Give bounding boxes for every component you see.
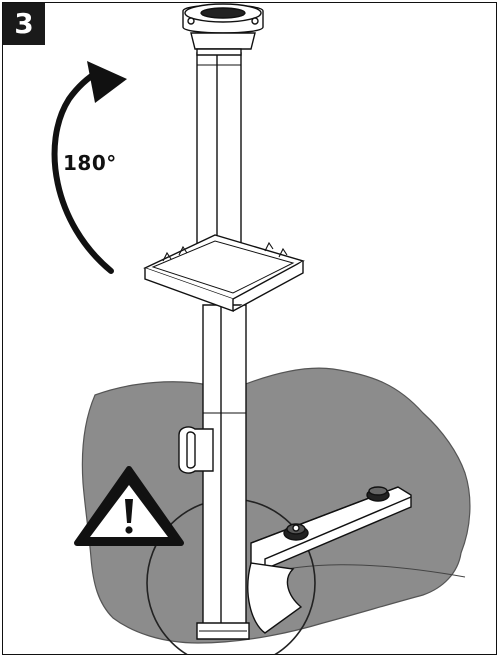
lower-column <box>196 304 250 640</box>
top-swivel-flange <box>182 3 264 56</box>
rotation-arrow-icon <box>51 61 127 274</box>
cable-clip <box>178 426 214 474</box>
mounting-plate <box>143 234 305 312</box>
step-badge: 3 <box>3 3 45 45</box>
rotation-angle-label: 180° <box>61 151 119 175</box>
base-foot <box>247 486 412 634</box>
assembly-illustration <box>51 3 471 654</box>
warning-triangle-icon <box>74 466 184 546</box>
